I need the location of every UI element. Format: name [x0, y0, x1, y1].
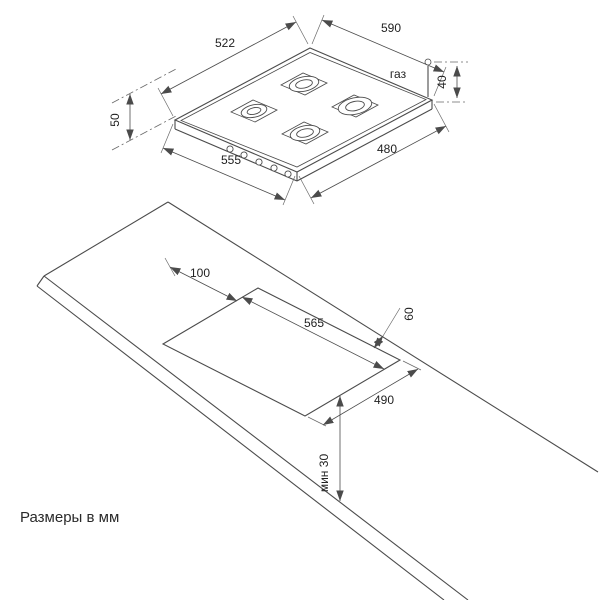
dim-cutout-width-label: 565 [304, 316, 324, 330]
dim-body-height: 50 [108, 68, 177, 151]
burner-front-right [337, 96, 373, 116]
control-knob [255, 158, 263, 166]
dim-cutout-depth: 490 [307, 360, 422, 427]
dim-side-offset: 100 [164, 257, 238, 302]
reference-line [111, 115, 177, 151]
dim-overall-width: 590 [311, 14, 447, 97]
burner-front-left [289, 124, 321, 142]
dim-back-width: 522 [157, 15, 309, 117]
burner-back-left [240, 103, 268, 119]
extension-line [311, 14, 325, 45]
dim-front-clearance: мин 30 [317, 395, 344, 502]
dim-line [321, 19, 445, 73]
dim-front-left-label: 555 [221, 153, 241, 167]
dim-cutout-depth-label: 490 [374, 393, 394, 407]
worktop-front-thickness [36, 285, 445, 600]
dim-overall-width-label: 590 [381, 21, 401, 35]
dim-back-clearance-label: 60 [402, 307, 416, 321]
dim-cutout-width: 565 [241, 296, 385, 370]
extension-line [157, 87, 174, 117]
dim-front-left: 555 [160, 123, 296, 206]
reference-line [111, 68, 177, 104]
hob-view: 522 590 555 480 50 [108, 14, 468, 206]
extension-line [402, 360, 422, 371]
extension-line [298, 175, 315, 205]
burner-back-right [288, 75, 320, 93]
dim-line [162, 147, 286, 201]
worktop-left-edge [43, 201, 169, 277]
dim-back-width-label: 522 [215, 36, 235, 50]
worktop-corner-cap [36, 275, 45, 287]
cutout-view: 100 60 565 490 мин 30 [36, 201, 599, 600]
control-knob [240, 151, 248, 159]
dim-line [241, 296, 385, 370]
dim-line [160, 21, 297, 95]
control-knob [270, 164, 278, 172]
cutout-outline [161, 287, 402, 417]
extension-line [160, 123, 174, 154]
control-knob [284, 170, 292, 178]
dim-gas-height-label: 40 [435, 75, 449, 89]
gas-label: газ [390, 67, 407, 81]
dim-back-clearance: 60 [373, 307, 416, 349]
dim-front-right-label: 480 [377, 142, 397, 156]
control-knob [226, 145, 234, 153]
pan-support-back-left [230, 99, 278, 123]
dim-side-offset-label: 100 [190, 266, 210, 280]
worktop-front-edge [43, 275, 469, 600]
extension-line [282, 175, 296, 206]
dim-line [310, 125, 447, 199]
units-caption: Размеры в мм [20, 509, 119, 526]
extension-line [433, 103, 450, 133]
dim-gas-height: газ 40 [390, 61, 468, 103]
dim-line [169, 266, 238, 302]
worktop-back-edge [167, 201, 599, 473]
leader-line [382, 307, 401, 337]
extension-line [292, 15, 309, 45]
dim-front-clearance-label: мин 30 [317, 454, 331, 493]
dim-body-height-label: 50 [108, 113, 122, 127]
dim-line [373, 335, 384, 349]
dim-front-right: 480 [298, 103, 450, 205]
worktop [36, 201, 599, 600]
